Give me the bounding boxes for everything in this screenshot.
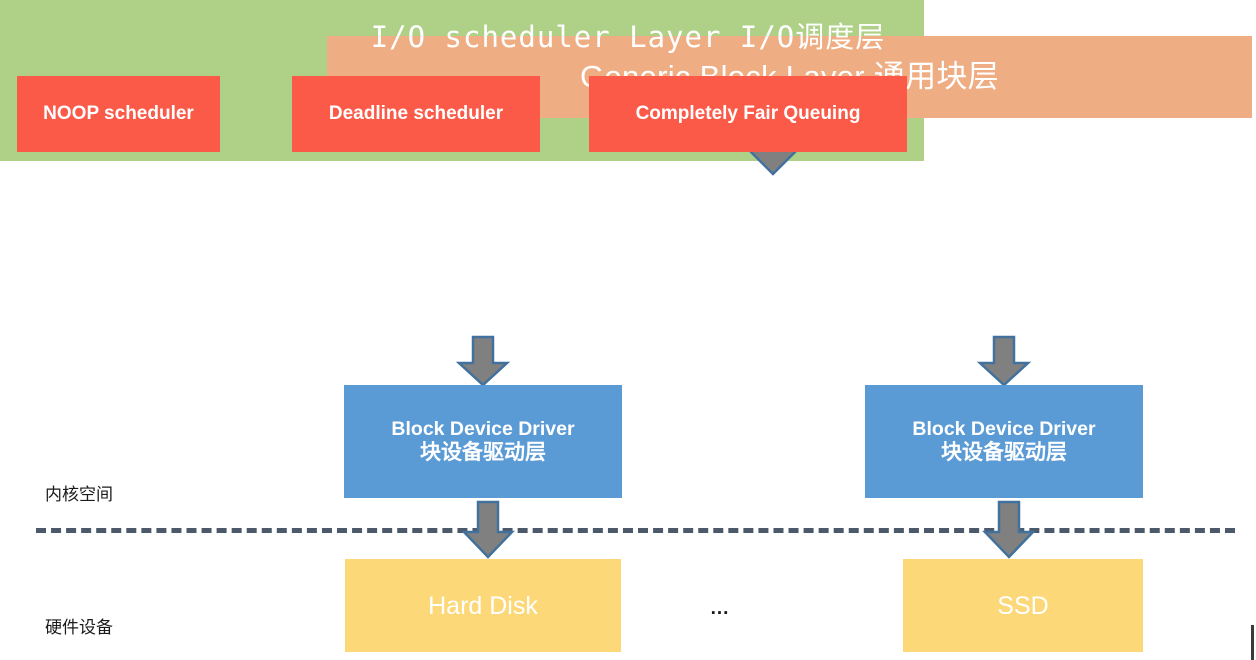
down-arrow-icon: [455, 335, 511, 387]
scheduler-cfq-box[interactable]: Completely Fair Queuing: [589, 76, 907, 152]
hardware-ellipsis: ...: [710, 598, 730, 619]
down-arrow-icon: [982, 500, 1036, 559]
hardware-devices-label: 硬件设备: [45, 618, 113, 638]
hardware-ssd-box: SSD: [903, 559, 1143, 652]
down-arrow-icon: [976, 335, 1032, 387]
scheduler-deadline-label: Deadline scheduler: [328, 103, 504, 124]
kernel-hardware-divider: [36, 528, 1235, 533]
scheduler-noop-label: NOOP scheduler: [43, 103, 194, 124]
block-device-driver-left-box: Block Device Driver 块设备驱动层: [344, 385, 622, 498]
block-device-driver-right-label-en: Block Device Driver: [912, 417, 1096, 440]
hardware-ssd-label: SSD: [997, 591, 1049, 620]
block-device-driver-left-label-cn: 块设备驱动层: [420, 440, 546, 464]
down-arrow-icon: [461, 500, 515, 559]
hardware-hard-disk-label: Hard Disk: [428, 591, 538, 620]
scheduler-noop-box[interactable]: NOOP scheduler: [17, 76, 220, 152]
hardware-hard-disk-box: Hard Disk: [345, 559, 621, 652]
right-edge-mark: [1251, 625, 1254, 660]
kernel-space-label: 内核空间: [45, 485, 113, 505]
block-device-driver-left-label-en: Block Device Driver: [391, 417, 575, 440]
block-device-driver-right-label-cn: 块设备驱动层: [941, 440, 1067, 464]
scheduler-deadline-box[interactable]: Deadline scheduler: [292, 76, 540, 152]
io-scheduler-layer-label: I/O scheduler Layer I/O调度层: [370, 20, 886, 54]
block-device-driver-right-box: Block Device Driver 块设备驱动层: [865, 385, 1143, 498]
scheduler-cfq-label: Completely Fair Queuing: [635, 103, 861, 124]
io-scheduler-layer-box: I/O scheduler Layer I/O调度层 NOOP schedule…: [0, 0, 924, 161]
